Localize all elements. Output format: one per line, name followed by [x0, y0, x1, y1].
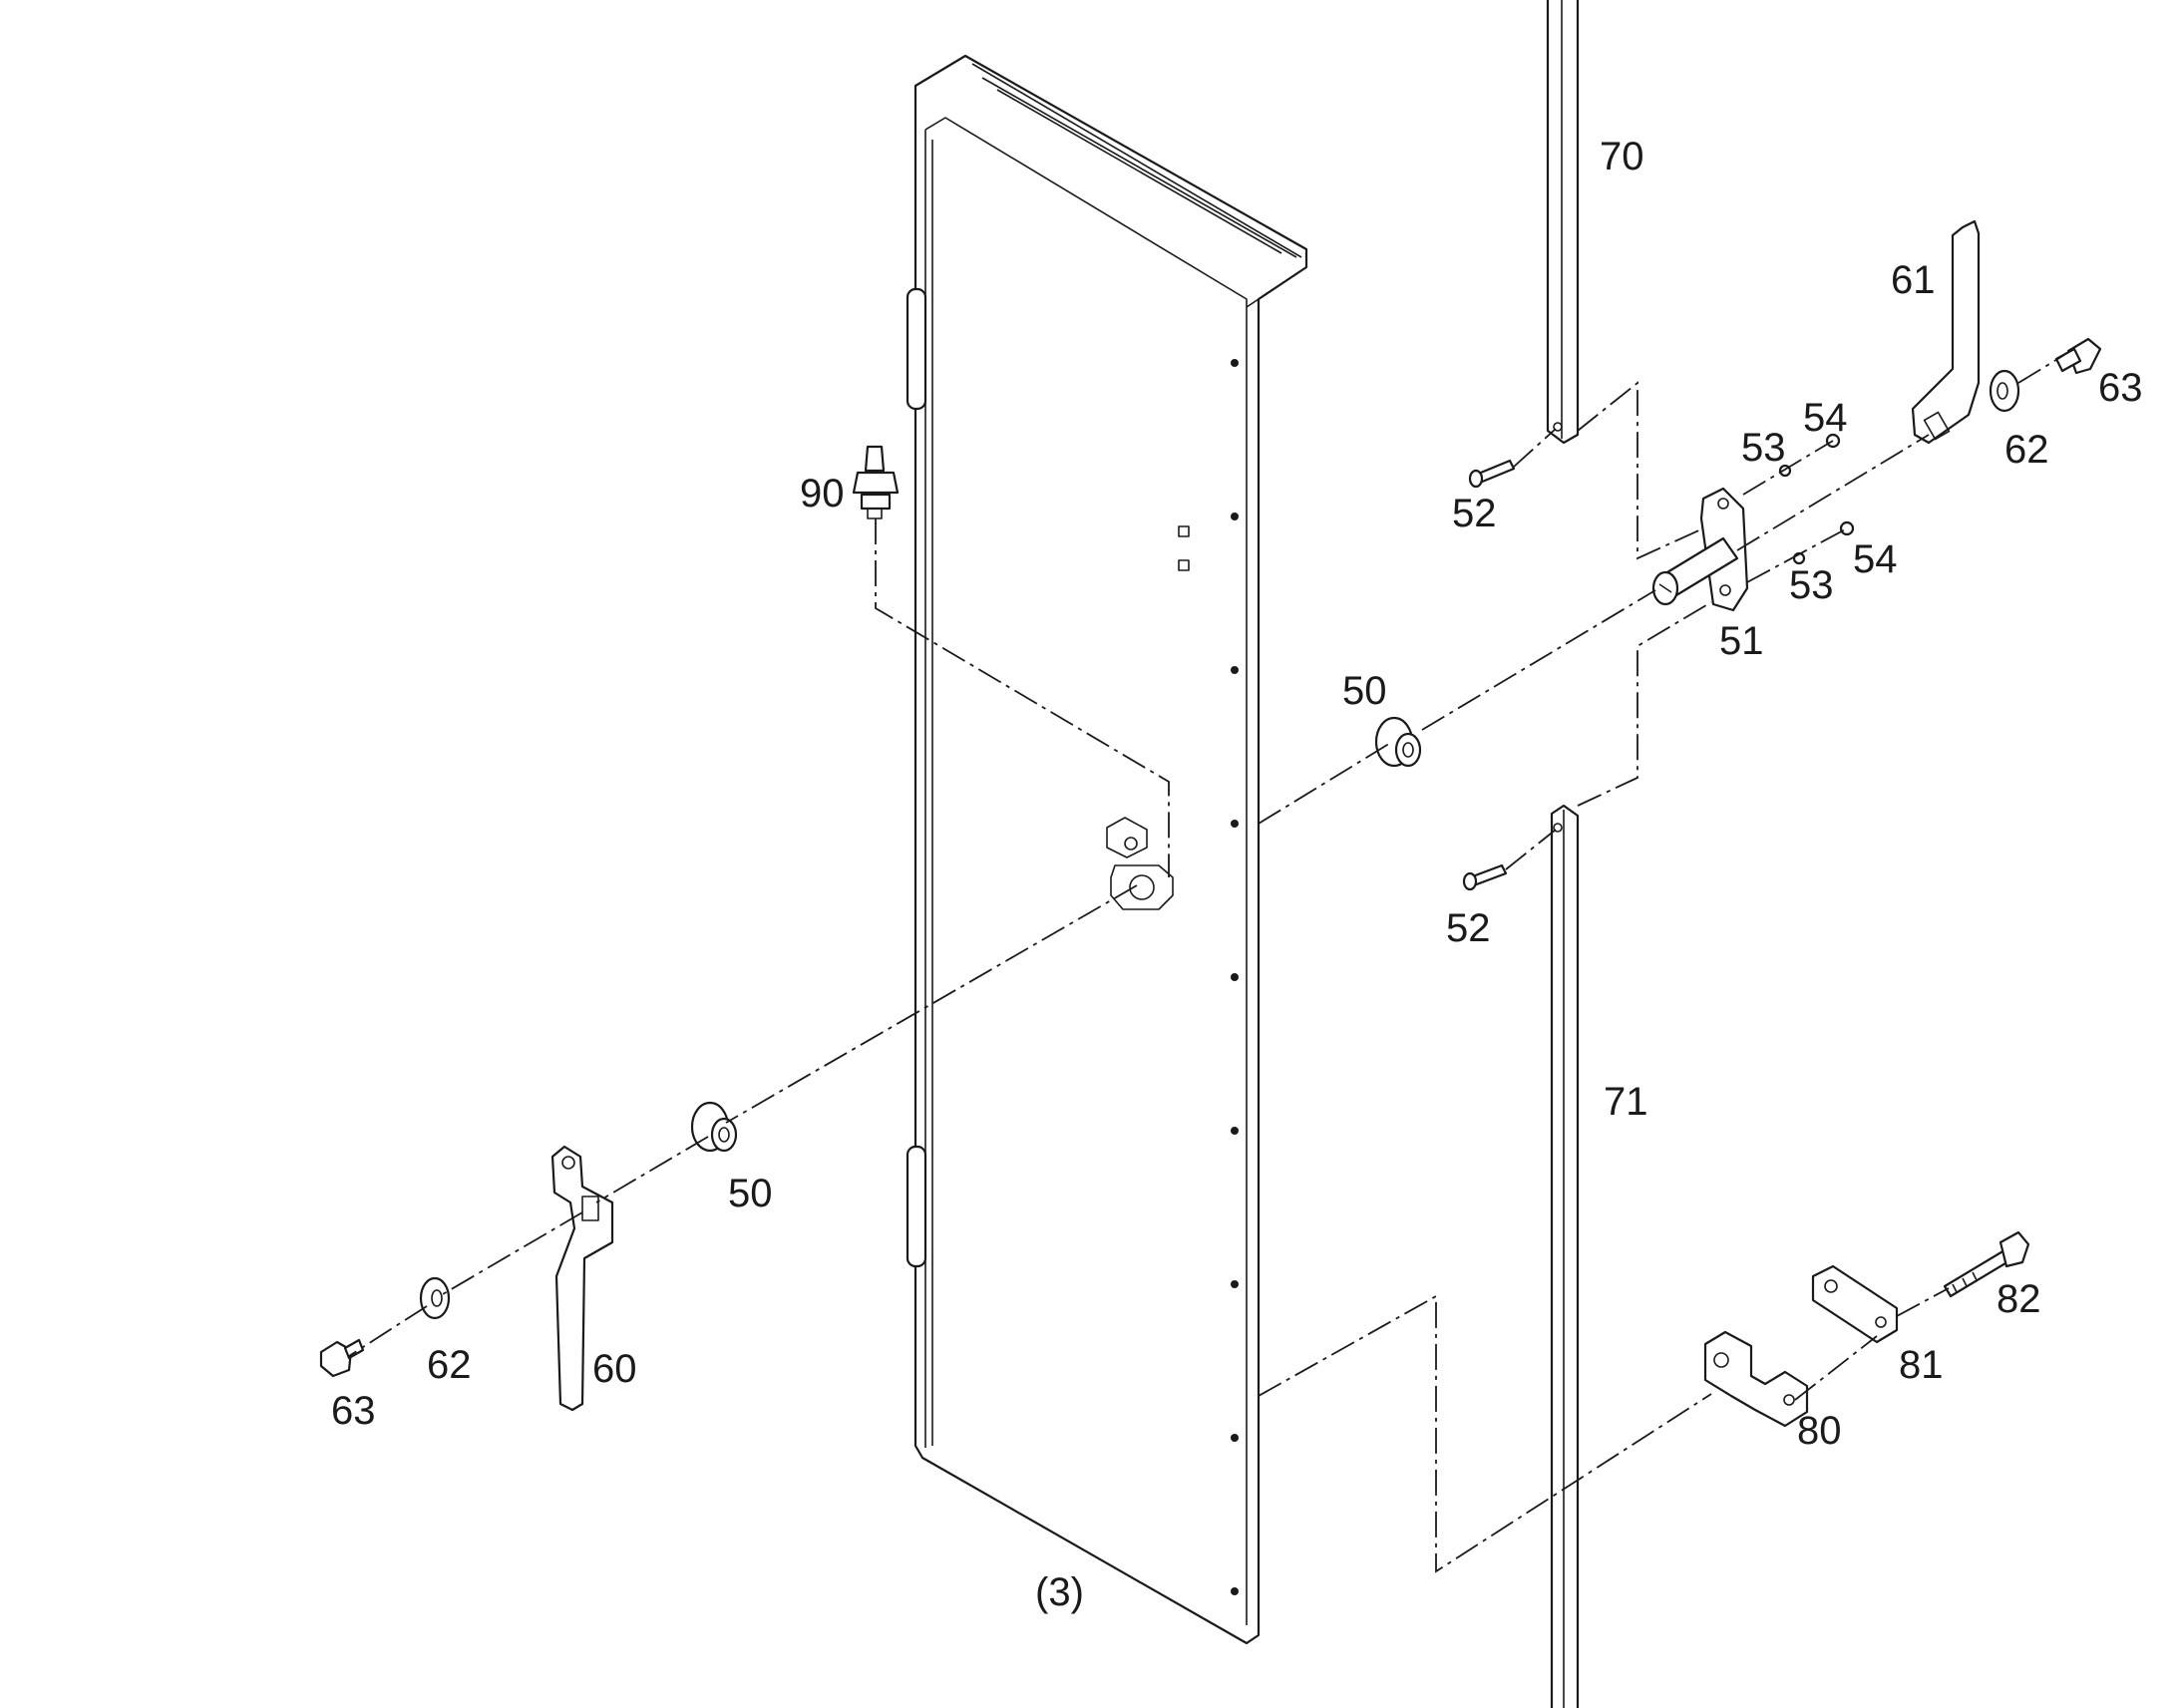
leader-lines [348, 354, 2065, 1573]
callout-90: 90 [800, 472, 845, 515]
callout-80: 80 [1797, 1409, 1842, 1453]
door-panel [906, 54, 1308, 1645]
callout-70: 70 [1600, 135, 1644, 178]
bolt-82 [1943, 1230, 2030, 1298]
washer-left [419, 1276, 451, 1320]
lower-rod [1550, 804, 1580, 1708]
callout-82: 82 [1997, 1277, 2041, 1321]
screw-lower [1462, 863, 1508, 891]
callout-60: 60 [592, 1347, 637, 1391]
bushing-right [1374, 716, 1422, 768]
washer-right [1989, 369, 2020, 413]
callout-52-upper: 52 [1452, 492, 1497, 535]
callout-labels: 70 71 61 63 62 53 54 53 54 51 52 52 50 5… [331, 135, 2143, 1614]
callout-51: 51 [1719, 619, 1764, 663]
callout-63-right: 63 [2098, 366, 2143, 410]
handle-left [550, 1145, 614, 1412]
latch-housing [1651, 487, 1749, 612]
nut-washer-lower [1792, 520, 1855, 565]
bolt-right [2054, 337, 2102, 375]
callout-53-lower: 53 [1789, 563, 1834, 607]
callout-52-lower: 52 [1446, 906, 1491, 950]
callout-53-upper: 53 [1741, 426, 1786, 470]
callout-62-left: 62 [427, 1343, 472, 1387]
bolt-left [319, 1338, 365, 1378]
callout-50-left: 50 [728, 1172, 773, 1215]
upper-rod [1546, 0, 1580, 445]
callout-61: 61 [1891, 258, 1936, 302]
callout-50-right: 50 [1342, 669, 1387, 713]
latch-block [1703, 1330, 1809, 1428]
latch-plate [1811, 1264, 1899, 1344]
callout-71: 71 [1604, 1080, 1648, 1124]
grease-nipple [852, 445, 900, 519]
callout-62-right: 62 [2004, 428, 2049, 472]
handle-right [1911, 219, 1981, 445]
callout-3: (3) [1035, 1570, 1084, 1614]
callout-54-lower: 54 [1853, 537, 1898, 581]
callout-63-left: 63 [331, 1389, 376, 1433]
screw-upper [1468, 459, 1516, 489]
callout-81: 81 [1899, 1343, 1944, 1387]
bushing-left [690, 1101, 738, 1153]
callout-54-upper: 54 [1803, 396, 1848, 440]
